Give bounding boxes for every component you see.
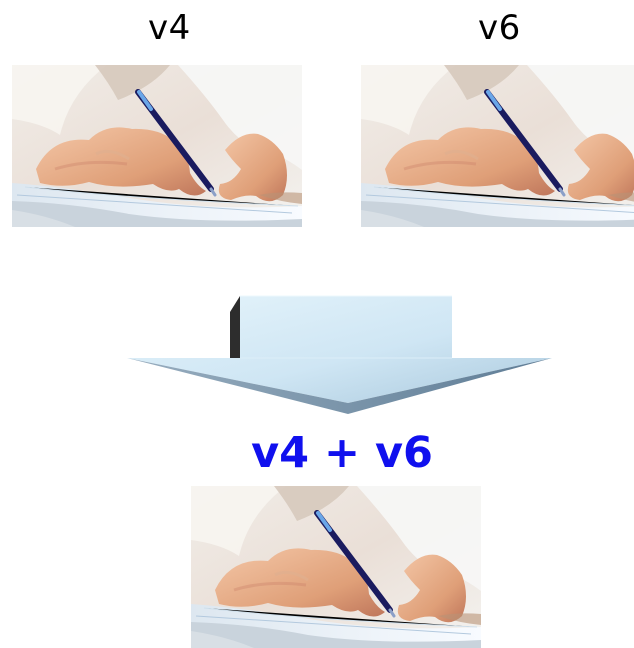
result-label: v4 + v6	[251, 428, 433, 478]
v4-photo	[12, 65, 302, 227]
result-photo	[191, 486, 481, 648]
merge-arrow	[126, 291, 553, 415]
v6-label: v6	[478, 8, 521, 48]
v4-label: v4	[148, 8, 191, 48]
v6-photo	[361, 65, 634, 227]
